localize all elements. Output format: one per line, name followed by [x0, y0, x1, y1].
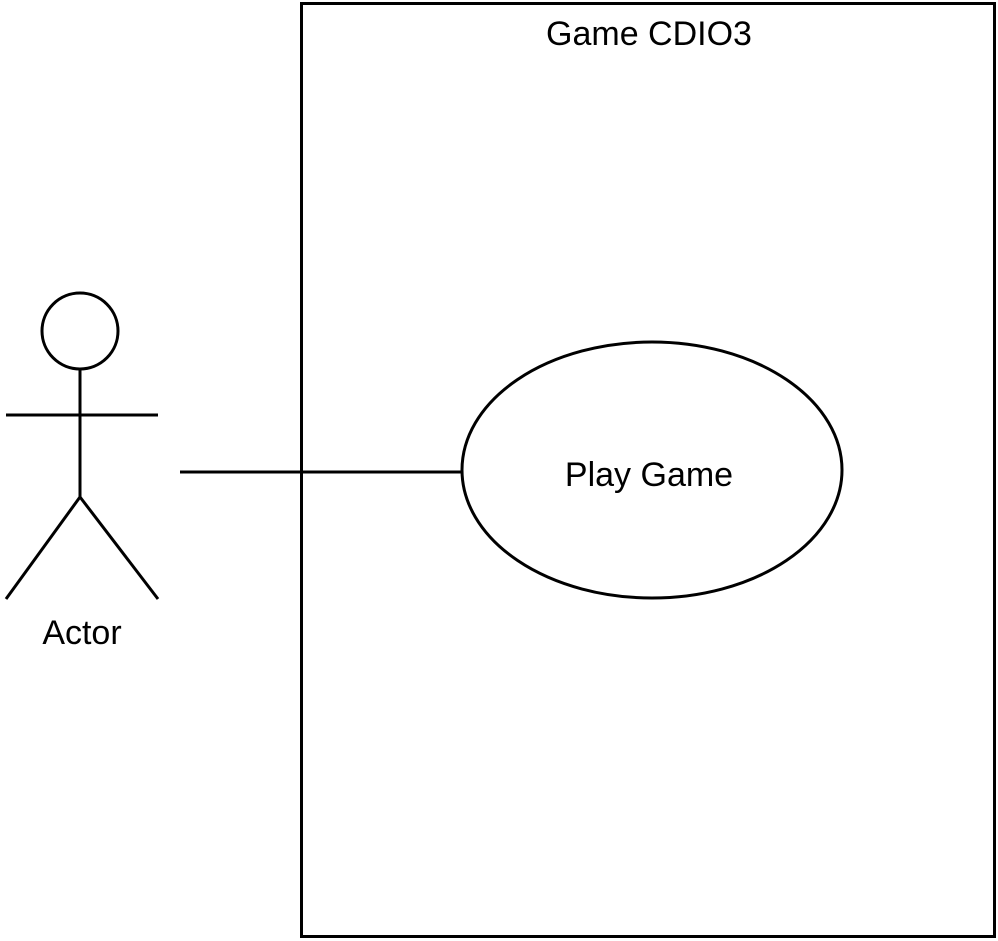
use-case-play-game	[460, 340, 844, 600]
actor-head	[40, 291, 120, 371]
actor-label: Actor	[42, 614, 121, 652]
system-title: Game CDIO3	[546, 15, 752, 53]
use-case-label: Play Game	[565, 456, 733, 494]
system-boundary	[300, 2, 996, 938]
actor-right-leg	[78, 496, 160, 600]
actor-left-leg	[4, 496, 82, 600]
actor-icon	[4, 291, 160, 600]
